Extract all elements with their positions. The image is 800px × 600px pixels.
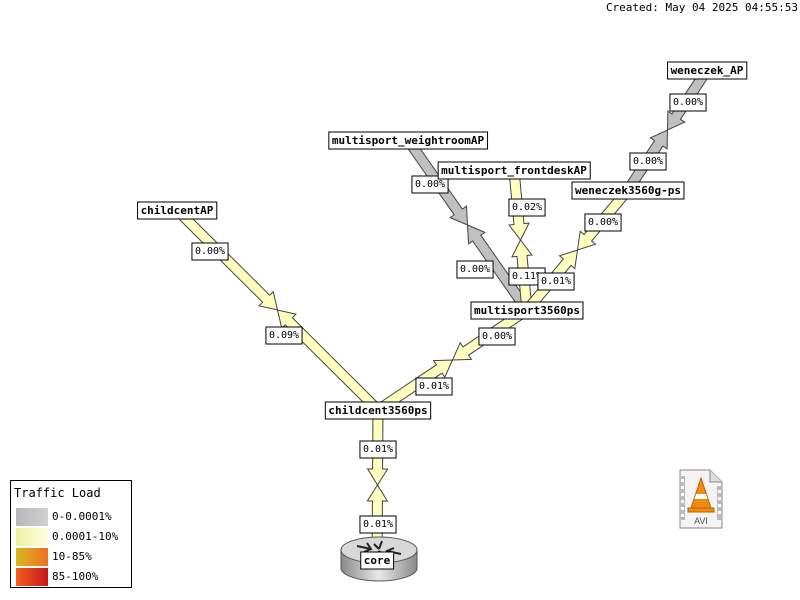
link-percentage: 0.01%	[541, 276, 571, 287]
node-label-box	[667, 61, 748, 80]
link-label-in: 0.00%	[456, 260, 494, 279]
link-percentage: 0.00%	[673, 97, 703, 108]
legend-title: Traffic Load	[14, 486, 101, 500]
link-percentage: 0.01%	[363, 444, 393, 455]
link-label-in: 0.01%	[359, 515, 397, 534]
link-label-box	[508, 198, 546, 217]
avi-file-icon[interactable]: AVI	[676, 468, 724, 530]
node-label: childcentAP	[141, 204, 214, 217]
avi-label: AVI	[694, 516, 708, 526]
legend-label: 0.0001-10%	[52, 530, 119, 543]
node-label-box	[324, 401, 432, 420]
link-label-box	[265, 326, 303, 345]
link-weneczek_AP-weneczek3560g_ps[interactable]	[623, 66, 712, 194]
node-childcent3560ps[interactable]: childcent3560ps	[324, 401, 432, 420]
link-label-in: 0.11%	[508, 267, 546, 286]
link-percentage: 0.11%	[512, 271, 542, 282]
node-label: core	[364, 554, 391, 567]
link-label-out: 0.00%	[191, 242, 229, 261]
link-percentage: 0.00%	[460, 264, 490, 275]
link-childcentAP-childcent3560ps[interactable]	[172, 205, 383, 415]
link-labels-layer: 0.00% 0.00% 0.00% 0.00% 0.02% 0.11% 0.00% 0.01%…	[191, 93, 707, 534]
link-arrow-in[interactable]	[276, 309, 383, 415]
link-label-box	[359, 440, 397, 459]
link-label-out: 0.00%	[669, 93, 707, 112]
link-label-out: 0.00%	[411, 175, 449, 194]
nodes-layer: weneczek_AP multisport_weightroomAPmultis…	[137, 61, 748, 570]
legend-swatch	[16, 568, 48, 586]
link-label-out: 0.02%	[508, 198, 546, 217]
node-label-box	[360, 551, 395, 570]
legend-item: 0.0001-10%	[16, 528, 134, 546]
link-label-in: 0.09%	[265, 326, 303, 345]
node-childcentAP[interactable]: childcentAP	[137, 201, 218, 220]
link-percentage: 0.00%	[633, 156, 663, 167]
link-label-box	[359, 515, 397, 534]
node-multisport_frontdeskAP[interactable]: multisport_frontdeskAP	[437, 161, 591, 180]
link-percentage: 0.01%	[419, 381, 449, 392]
link-label-box	[537, 272, 575, 291]
node-label-box	[437, 161, 591, 180]
link-label-out: 0.00%	[584, 213, 622, 232]
node-label-box	[328, 131, 489, 150]
link-label-box	[191, 242, 229, 261]
link-arrow-in[interactable]	[374, 359, 454, 415]
link-percentage: 0.01%	[363, 519, 393, 530]
link-percentage: 0.00%	[195, 246, 225, 257]
link-label-box	[629, 152, 667, 171]
link-arrow-in[interactable]	[466, 224, 532, 314]
link-label-box	[669, 93, 707, 112]
link-label-in: 0.00%	[629, 152, 667, 171]
link-percentage: 0.02%	[512, 202, 542, 213]
legend-item: 10-85%	[16, 548, 134, 566]
link-label-box	[415, 377, 453, 396]
node-weneczek_AP[interactable]: weneczek_AP	[667, 61, 748, 80]
link-multisport3560ps-childcent3560ps[interactable]	[374, 305, 531, 415]
legend-item: 85-100%	[16, 568, 134, 586]
node-core[interactable]: core	[360, 551, 395, 570]
link-label-out: 0.01%	[359, 440, 397, 459]
link-label-out: 0.00%	[478, 327, 516, 346]
node-label: multisport3560ps	[474, 304, 580, 317]
link-label-box	[584, 213, 622, 232]
link-label-in: 0.01%	[415, 377, 453, 396]
link-percentage: 0.09%	[269, 330, 299, 341]
node-label-box	[470, 301, 584, 320]
traffic-load-legend: Traffic Load 0-0.0001% 0.0001-10% 10-85%…	[10, 480, 132, 588]
node-label: childcent3560ps	[328, 404, 427, 417]
node-label-box	[137, 201, 218, 220]
node-multisport3560ps[interactable]: multisport3560ps	[470, 301, 584, 320]
created-timestamp: Created: May 04 2025 04:55:53	[605, 1, 798, 14]
node-multisport_weightroomAP[interactable]: multisport_weightroomAP	[328, 131, 489, 150]
link-percentage: 0.00%	[415, 179, 445, 190]
legend-item: 0-0.0001%	[16, 508, 134, 526]
node-label: multisport_frontdeskAP	[441, 164, 587, 177]
node-label: weneczek_AP	[671, 64, 744, 77]
link-percentage: 0.00%	[482, 331, 512, 342]
legend-label: 10-85%	[52, 550, 92, 563]
legend-swatch	[16, 508, 48, 526]
node-weneczek3560g_ps[interactable]: weneczek3560g-ps	[571, 181, 685, 200]
node-label: weneczek3560g-ps	[575, 184, 681, 197]
link-percentage: 0.00%	[588, 217, 618, 228]
link-label-box	[411, 175, 449, 194]
link-label-box	[456, 260, 494, 279]
node-label: multisport_weightroomAP	[332, 134, 485, 147]
node-label-box	[571, 181, 685, 200]
link-label-in: 0.01%	[537, 272, 575, 291]
legend-swatch	[16, 528, 48, 546]
legend-swatch	[16, 548, 48, 566]
link-label-box	[478, 327, 516, 346]
legend-label: 0-0.0001%	[52, 510, 112, 523]
legend-label: 85-100%	[52, 570, 99, 583]
